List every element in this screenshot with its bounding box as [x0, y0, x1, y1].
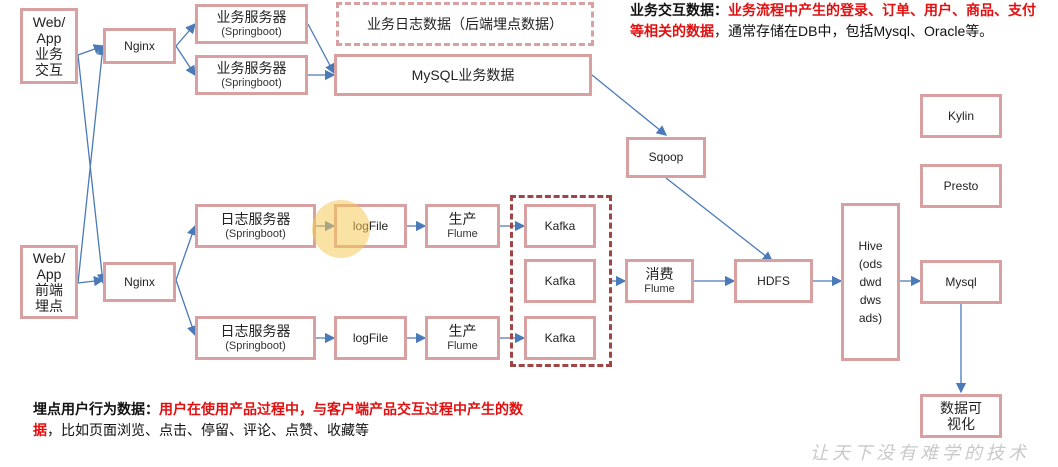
- kylin-node: Kylin: [920, 94, 1002, 138]
- biz-interact-note-rest: ，通常存储在DB中，包括Mysql、Oracle等。: [714, 23, 994, 39]
- flume-producer-2-sub: Flume: [447, 339, 478, 352]
- sqoop-label: Sqoop: [648, 150, 684, 165]
- nginx-top-node: Nginx: [103, 28, 176, 64]
- hive-node: Hive (ods dwd dws ads): [841, 203, 900, 361]
- backend-log-label: 业务日志数据（后端埋点数据）: [367, 16, 563, 32]
- tracking-note-rest: ，比如页面浏览、点击、停留、评论、点赞、收藏等: [47, 422, 369, 438]
- mysql-output-label: Mysql: [945, 274, 977, 289]
- biz-server-1-node: 业务服务器 (Springboot): [195, 4, 308, 44]
- hdfs-node: HDFS: [734, 259, 813, 303]
- nginx-bottom-node: Nginx: [103, 262, 176, 302]
- flume-consumer-node: 消费 Flume: [625, 259, 694, 303]
- backend-log-node: 业务日志数据（后端埋点数据）: [336, 2, 594, 46]
- biz-interact-note-label: 业务交互数据：: [630, 2, 728, 18]
- biz-interact-note-highlight: 业务流程中产生的登录、订单、用户、商品、支付等相关的数据: [630, 2, 1036, 39]
- flume-consumer-sub: Flume: [644, 282, 675, 295]
- web-app-track-node: Web/ App 前端 埋点: [20, 245, 78, 319]
- visualize-node: 数据可 视化: [920, 394, 1002, 438]
- tracking-note-label: 埋点用户行为数据：: [33, 401, 159, 417]
- kafka-1-node: Kafka: [524, 204, 596, 248]
- mysql-biz-node: MySQL业务数据: [334, 54, 592, 96]
- log-server-1-sub: (Springboot): [225, 227, 286, 240]
- flume-producer-1-title: 生产: [448, 211, 477, 227]
- mysql-biz-label: MySQL业务数据: [411, 66, 515, 83]
- biz-server-1-sub: (Springboot): [221, 25, 282, 38]
- cursor-highlight: [312, 200, 370, 258]
- log-server-2-node: 日志服务器 (Springboot): [195, 316, 316, 360]
- presto-node: Presto: [920, 164, 1002, 208]
- kafka-3-label: Kafka: [544, 330, 576, 345]
- watermark: 让天下没有难学的技术: [810, 443, 1030, 464]
- tracking-note-highlight: 用户在使用产品过程中，与客户端产品交互过程中产生的数据: [33, 401, 523, 438]
- flume-producer-1-node: 生产 Flume: [425, 204, 500, 248]
- visualize-label: 数据可 视化: [940, 399, 982, 432]
- nginx-top-label: Nginx: [124, 38, 155, 53]
- nginx-bottom-label: Nginx: [124, 274, 155, 289]
- log-server-2-title: 日志服务器: [220, 323, 291, 339]
- biz-server-2-title: 业务服务器: [216, 60, 287, 76]
- log-server-1-node: 日志服务器 (Springboot): [195, 204, 316, 248]
- log-server-2-sub: (Springboot): [225, 339, 286, 352]
- kylin-label: Kylin: [947, 108, 974, 123]
- biz-interact-note: 业务交互数据：业务流程中产生的登录、订单、用户、商品、支付等相关的数据，通常存储…: [630, 0, 1040, 42]
- tracking-note: 埋点用户行为数据：用户在使用产品过程中，与客户端产品交互过程中产生的数据，比如页…: [33, 399, 533, 441]
- web-app-interact-node: Web/ App 业务 交互: [20, 8, 78, 84]
- biz-server-1-title: 业务服务器: [216, 9, 287, 25]
- presto-label: Presto: [943, 178, 979, 193]
- biz-server-2-sub: (Springboot): [221, 76, 282, 89]
- flume-producer-2-node: 生产 Flume: [425, 316, 500, 360]
- sqoop-node: Sqoop: [626, 137, 706, 178]
- web-app-track-label: Web/ App 前端 埋点: [32, 249, 66, 315]
- flume-consumer-title: 消费: [645, 266, 674, 282]
- kafka-2-node: Kafka: [524, 259, 596, 303]
- flume-producer-2-title: 生产: [448, 323, 477, 339]
- mysql-output-node: Mysql: [920, 260, 1002, 304]
- kafka-3-node: Kafka: [524, 316, 596, 360]
- kafka-cluster-group: [510, 195, 612, 367]
- logfile-2-label: logFile: [352, 330, 389, 345]
- biz-server-2-node: 业务服务器 (Springboot): [195, 55, 308, 95]
- flume-producer-1-sub: Flume: [447, 227, 478, 240]
- hdfs-label: HDFS: [757, 273, 790, 288]
- kafka-1-label: Kafka: [544, 218, 576, 233]
- log-server-1-title: 日志服务器: [220, 211, 291, 227]
- logfile-2-node: logFile: [334, 316, 407, 360]
- hive-label: Hive (ods dwd dws ads): [858, 239, 883, 325]
- kafka-2-label: Kafka: [544, 273, 576, 288]
- web-app-interact-label: Web/ App 业务 交互: [32, 13, 66, 79]
